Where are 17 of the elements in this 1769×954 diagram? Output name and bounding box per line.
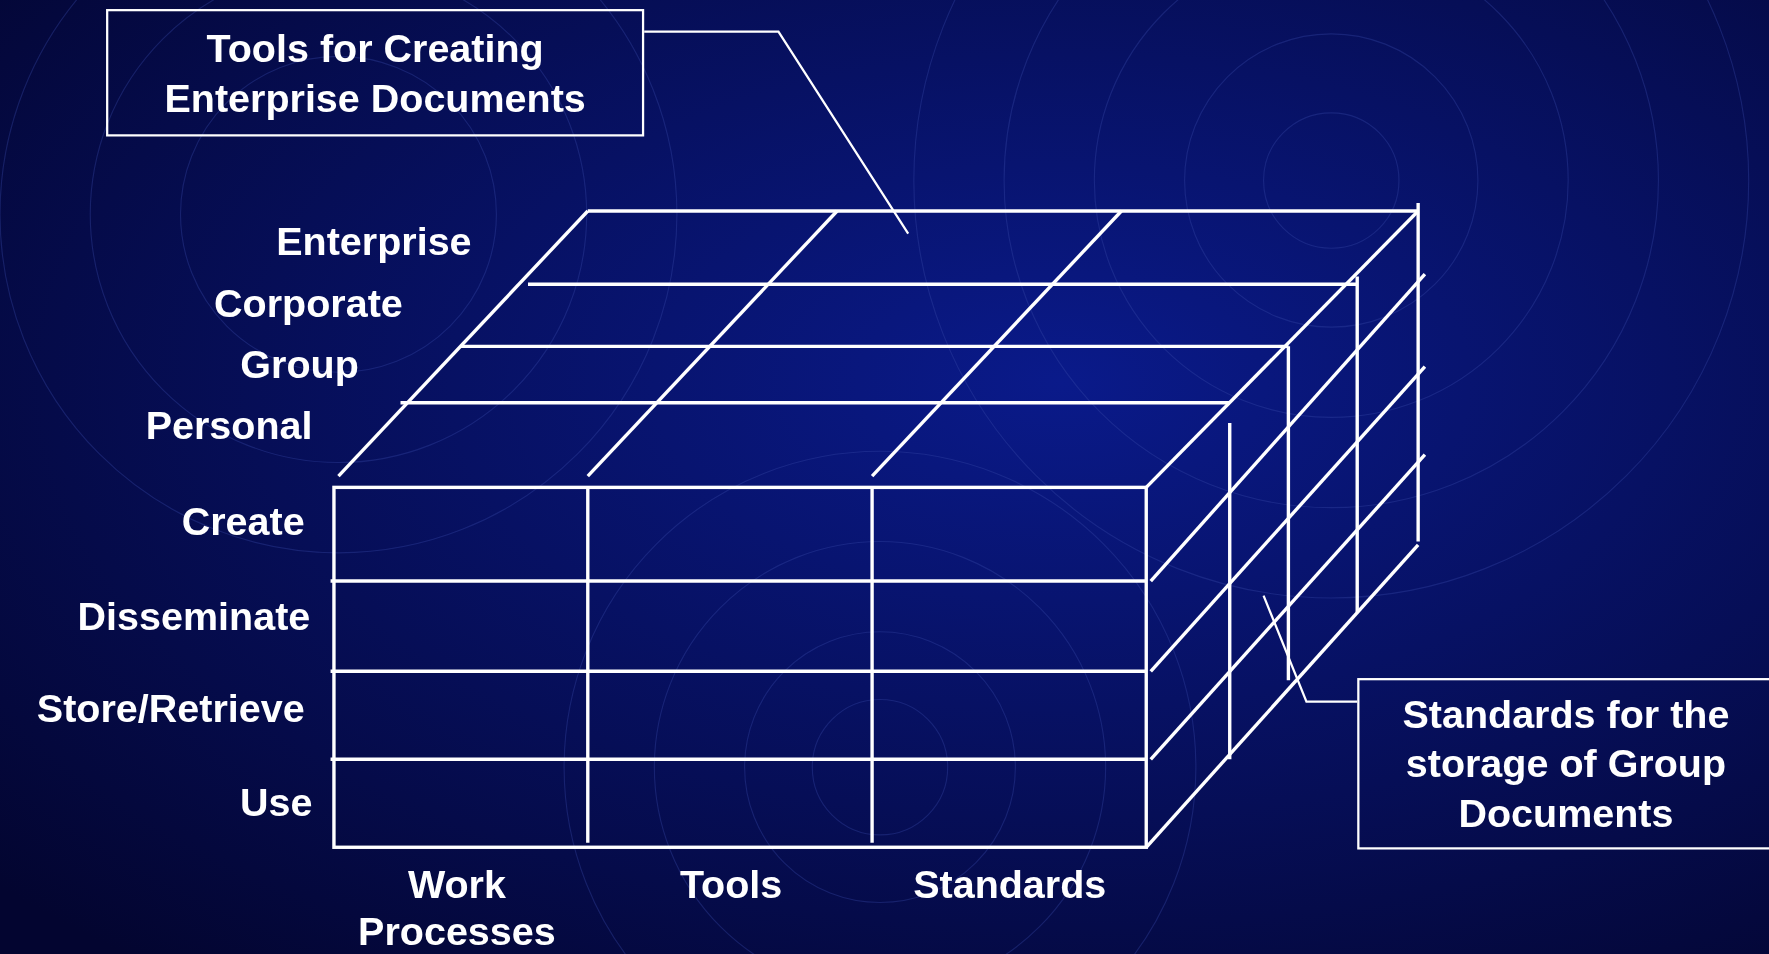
axis-label: Store/Retrieve	[36, 684, 305, 732]
callout-text: Tools for Creating Enterprise Documents	[163, 24, 587, 122]
axis-label: Standards	[912, 860, 1108, 908]
axis-label: Create	[181, 497, 305, 545]
axis-label: Tools	[678, 860, 784, 908]
leader-line	[1262, 595, 1358, 703]
axis-label: Enterprise	[276, 217, 472, 265]
axis-label: Use	[240, 778, 313, 826]
callout-box	[1357, 678, 1769, 850]
axis-label: Personal	[145, 401, 313, 449]
axis-label: Group	[240, 340, 359, 388]
axis-label: Disseminate	[77, 592, 311, 640]
callout-box	[106, 9, 645, 137]
leader-line	[644, 30, 910, 235]
axis-label: Work Processes	[357, 860, 557, 954]
axis-label: Corporate	[214, 279, 403, 327]
callout-text: Standards for the storage of Group Documents	[1401, 690, 1731, 837]
